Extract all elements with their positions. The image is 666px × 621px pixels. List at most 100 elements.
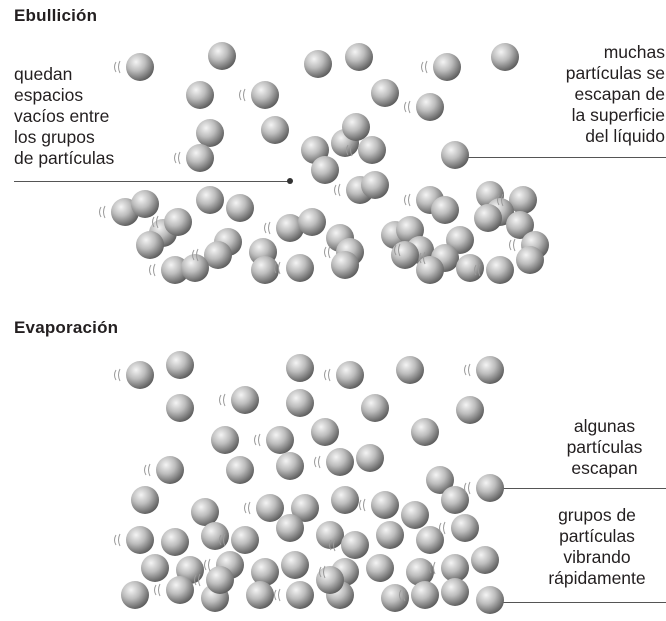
motion-marks	[274, 261, 281, 275]
particle	[251, 558, 279, 586]
particle	[186, 81, 214, 109]
particle	[426, 466, 454, 494]
particle	[281, 551, 309, 579]
particle	[261, 116, 289, 144]
particle	[336, 238, 364, 266]
particle	[286, 254, 314, 282]
particle	[441, 554, 469, 582]
motion-marks	[114, 368, 121, 382]
particle	[416, 526, 444, 554]
particle	[416, 256, 444, 284]
motion-marks	[329, 538, 336, 552]
particle	[476, 356, 504, 384]
particle	[358, 136, 386, 164]
particle	[331, 558, 359, 586]
particle	[126, 526, 154, 554]
section-title-evaporacion: Evaporación	[14, 318, 119, 337]
particle	[509, 186, 537, 214]
particle	[304, 50, 332, 78]
particle	[246, 581, 274, 609]
motion-marks	[439, 521, 446, 535]
particle	[376, 521, 404, 549]
leader-line-left	[14, 181, 290, 182]
motion-marks	[194, 573, 201, 587]
motion-marks	[144, 463, 151, 477]
particle	[433, 53, 461, 81]
particle	[131, 486, 159, 514]
motion-marks	[254, 433, 261, 447]
motion-marks	[497, 193, 504, 207]
particle	[486, 198, 514, 226]
particle	[204, 241, 232, 269]
motion-marks	[421, 60, 428, 74]
particle	[214, 228, 242, 256]
particle	[276, 214, 304, 242]
motion-marks	[314, 455, 321, 469]
motion-marks	[219, 393, 226, 407]
particle	[441, 141, 469, 169]
particle	[326, 448, 354, 476]
particle	[416, 93, 444, 121]
particle	[131, 190, 159, 218]
motion-marks	[149, 263, 156, 277]
particle	[316, 566, 344, 594]
particle	[441, 578, 469, 606]
particle	[316, 521, 344, 549]
callout-some-escape: algunas partículas escapan	[566, 416, 643, 478]
motion-marks	[152, 215, 159, 229]
motion-marks	[204, 558, 211, 572]
particle	[206, 566, 234, 594]
particle	[181, 254, 209, 282]
motion-marks	[334, 183, 341, 197]
particle	[249, 238, 277, 266]
particle	[231, 386, 259, 414]
particle	[416, 186, 444, 214]
particle	[226, 194, 254, 222]
leader-line-escape	[493, 488, 666, 489]
callout-empty-spaces: quedan espacios vacíos entre los grupos …	[14, 64, 115, 168]
particle	[381, 221, 409, 249]
particle	[301, 136, 329, 164]
particle	[476, 181, 504, 209]
particle	[276, 452, 304, 480]
particle	[342, 113, 370, 141]
particle	[191, 498, 219, 526]
particle	[361, 171, 389, 199]
particle	[141, 554, 169, 582]
particle	[164, 208, 192, 236]
particle	[286, 354, 314, 382]
particle	[286, 581, 314, 609]
particle	[156, 456, 184, 484]
particle	[491, 43, 519, 71]
particle	[121, 581, 149, 609]
particle	[126, 53, 154, 81]
leader-line-vibrating	[493, 602, 666, 603]
motion-marks	[394, 243, 401, 257]
motion-marks	[324, 368, 331, 382]
motion-marks	[319, 565, 326, 579]
particle	[196, 186, 224, 214]
motion-marks	[346, 143, 353, 157]
particle	[311, 418, 339, 446]
particle	[136, 231, 164, 259]
particle	[406, 236, 434, 264]
particle	[276, 514, 304, 542]
particle	[341, 531, 369, 559]
particle	[331, 251, 359, 279]
particle	[336, 361, 364, 389]
particle	[226, 456, 254, 484]
motion-marks	[474, 263, 481, 277]
particle	[345, 43, 373, 71]
particle	[431, 196, 459, 224]
motion-marks	[324, 245, 331, 259]
particle	[456, 396, 484, 424]
particle	[411, 418, 439, 446]
particle	[431, 244, 459, 272]
callout-escape-surface: muchas partículas se escapan de la super…	[565, 42, 665, 146]
particle	[251, 81, 279, 109]
motion-marks	[404, 193, 411, 207]
particle	[326, 581, 354, 609]
particle	[486, 256, 514, 284]
particle	[231, 526, 259, 554]
